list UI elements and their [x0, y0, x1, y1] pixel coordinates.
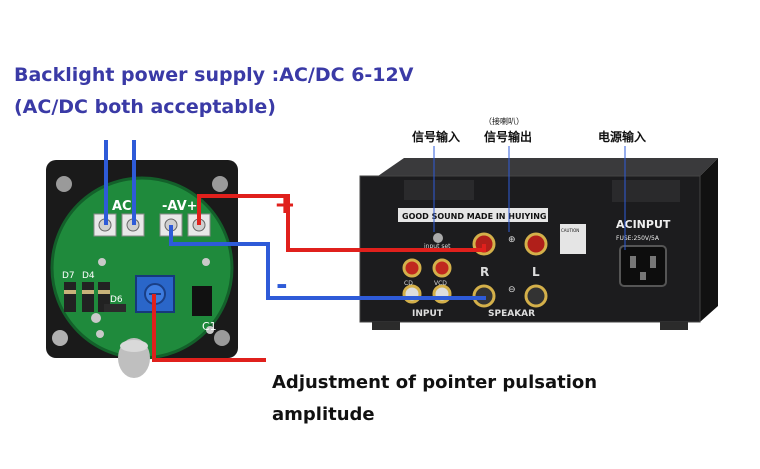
negative-sign: -: [276, 268, 288, 301]
rca-vcd-red: [432, 258, 452, 278]
pcb-label-av: -AV+: [162, 199, 198, 214]
positive-sign: +: [274, 190, 296, 220]
fuse-label: FUSE:250V/5A: [616, 235, 660, 242]
pcb-label-d4: D4: [82, 271, 95, 281]
backlight-supply-title: Backlight power supply :AC/DC 6-12V: [14, 64, 414, 86]
backlight-acceptable-note: (AC/DC both acceptable): [14, 96, 276, 118]
speaker-note: （接喇叭）: [484, 117, 524, 126]
input-selector: [433, 233, 443, 243]
signal-wire-negative: [169, 225, 486, 300]
signal-wire-positive: [197, 194, 486, 252]
amplifier-rear: GOOD SOUND MADE IN HUIYING input set CD …: [359, 158, 718, 330]
mount-hole-tr: [212, 176, 228, 192]
ac-input-label: ACINPUT: [616, 218, 671, 231]
rca-cd-red: [402, 258, 422, 278]
pcb-label-ac: AC: [112, 199, 132, 214]
cd-label: CD: [404, 280, 413, 287]
caution-label: CAUTION: [561, 228, 579, 233]
vu-meter-board: AC -AV+ D7 D4 D6 C1: [46, 160, 238, 378]
mount-hole-tl: [56, 176, 72, 192]
input-label: INPUT: [412, 309, 444, 319]
adjustment-pointer: [152, 294, 266, 362]
mount-hole-bl: [52, 330, 68, 346]
pcb-label-d7: D7: [62, 271, 75, 281]
pcb-label-c1: C1: [202, 320, 217, 333]
adjustment-title-line2: amplitude: [272, 404, 375, 425]
channel-l-label: L: [532, 265, 540, 279]
input-set-label: input set: [424, 243, 451, 250]
adjustment-title: Adjustment of pointer pulsation: [272, 372, 598, 393]
mount-hole-br: [214, 330, 230, 346]
brand-strip: GOOD SOUND MADE IN HUIYING: [402, 212, 546, 221]
pcb-label-d6: D6: [110, 295, 123, 305]
speaker-label: SPEAKAR: [488, 309, 535, 319]
speaker-l-pos: [524, 232, 548, 256]
svg-text:⊖: ⊖: [508, 285, 516, 295]
signal-output-label: 信号输出: [484, 130, 533, 144]
vcd-label: VCD: [434, 280, 447, 287]
signal-input-label: 信号输入: [412, 130, 461, 144]
channel-r-label: R: [480, 265, 489, 279]
speaker-l-neg: [524, 284, 548, 308]
power-input-label: 电源输入: [598, 130, 647, 144]
svg-text:⊕: ⊕: [508, 235, 516, 245]
